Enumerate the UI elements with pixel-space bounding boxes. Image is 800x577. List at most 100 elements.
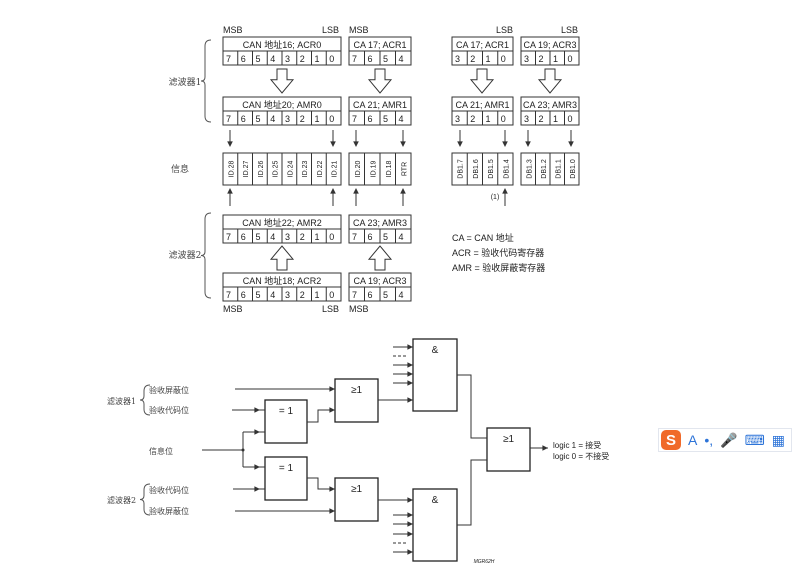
or-gate-2: [334, 477, 379, 522]
keyboard-icon[interactable]: ⌨: [744, 432, 765, 448]
arrow-head-down: [502, 141, 508, 147]
xor-gate-1-symbol: = 1: [279, 406, 294, 417]
wire: [307, 409, 335, 423]
microphone-icon[interactable]: 🎤: [720, 432, 738, 448]
register-amr3-low: [520, 96, 580, 126]
bit-label: 6: [368, 114, 373, 124]
arrow-head-up: [330, 188, 336, 194]
arrow-head-down: [330, 141, 336, 147]
bit-label: 4: [399, 114, 404, 124]
info-bit-label: 信息位: [149, 446, 173, 456]
mask-bit-label-1: 验收屏蔽位: [149, 385, 189, 395]
lsb-label: LSB: [561, 25, 578, 35]
bit-label: 3: [455, 114, 460, 124]
bit-label: 7: [352, 54, 357, 64]
and-gate-2: [412, 488, 458, 562]
arrow-head-right: [329, 486, 335, 492]
register-title: CA 23; AMR3: [353, 218, 407, 228]
arrow-head-right: [407, 549, 413, 555]
bit-label: 7: [226, 232, 231, 242]
arrow-head-right: [329, 508, 335, 514]
register-amr2: [222, 214, 342, 244]
msb-label: MSB: [223, 25, 243, 35]
arrow-head-right: [407, 397, 413, 403]
bit-label: 5: [256, 114, 261, 124]
register-title: CA 17; ACR1: [456, 40, 509, 50]
register-acr3-low: [520, 36, 580, 66]
arrow-head-right: [254, 407, 260, 413]
ime-toolbar[interactable]: S A •, 🎤 ⌨ ▦: [658, 428, 793, 452]
result-accept-label: logic 1 = 接受: [553, 440, 601, 450]
register-title: CA 19; ACR3: [523, 40, 576, 50]
register-amr1-low: [451, 96, 514, 126]
and-gate-1: [412, 338, 458, 412]
bit-label: 0: [501, 114, 506, 124]
arrow-head-down: [353, 141, 359, 147]
info-bit-label: DB1.3: [526, 159, 533, 179]
or-gate-final-symbol: ≥1: [503, 434, 514, 445]
bit-label: 4: [270, 54, 275, 64]
bit-label: 3: [285, 54, 290, 64]
bit-label: 0: [501, 54, 506, 64]
register-title: CA 23; AMR3: [523, 100, 577, 110]
bit-label: 4: [270, 232, 275, 242]
sogou-logo-icon[interactable]: S: [661, 430, 681, 450]
filter1-brace: [200, 39, 212, 123]
hollow-arrow-down: [469, 68, 495, 94]
info-bit-label: ID.22: [317, 161, 324, 178]
logic-filter2-brace: [139, 483, 151, 516]
info-bit-label: DB1.5: [488, 159, 495, 179]
info-bit-label: DB1.0: [570, 159, 577, 179]
wire: [457, 374, 487, 439]
punctuation-icon[interactable]: •,: [704, 432, 714, 448]
bit-label: 7: [352, 114, 357, 124]
register-title: CAN 地址16; ACR0: [243, 39, 322, 50]
footnote-mark: (1): [491, 194, 500, 201]
filter2-label: 滤波器2: [169, 249, 202, 261]
bit-label: 0: [329, 232, 334, 242]
arrow-head-right: [254, 464, 260, 470]
bit-label: 7: [352, 290, 357, 300]
bit-label: 6: [241, 114, 246, 124]
hollow-arrow-down: [269, 68, 295, 94]
arrow-head-right: [542, 445, 548, 451]
msb-label: MSB: [349, 304, 369, 314]
bit-label: 4: [270, 290, 275, 300]
bit-label: 5: [256, 290, 261, 300]
bit-label: 5: [383, 54, 388, 64]
info-bit-label: ID.26: [258, 161, 265, 178]
and-gate-2-symbol: &: [432, 495, 439, 506]
legend-entry: ACR = 验收代码寄存器: [452, 247, 544, 258]
filter1-label: 滤波器1: [169, 76, 202, 88]
bit-label: 7: [226, 54, 231, 64]
arrow-head-right: [329, 407, 335, 413]
hollow-arrow-up: [367, 245, 393, 271]
hollow-arrow-up: [269, 245, 295, 271]
register-acr1-high: [348, 36, 412, 66]
arrow-head-down: [400, 141, 406, 147]
arrow-head-up: [400, 188, 406, 194]
figure-code: MGR62H: [474, 559, 495, 565]
arrow-head-right: [407, 380, 413, 386]
toolbox-icon[interactable]: ▦: [771, 432, 786, 448]
bit-label: 1: [315, 54, 320, 64]
filter2-brace: [200, 212, 212, 299]
register-title: CA 21; AMR1: [353, 100, 407, 110]
lsb-label: LSB: [322, 304, 339, 314]
wire: [307, 477, 335, 490]
register-amr1-high: [348, 96, 412, 126]
register-title: CAN 地址20; AMR0: [242, 99, 322, 110]
code-bit-label-2: 验收代码位: [149, 485, 189, 495]
bit-label: 7: [352, 232, 357, 242]
and-gate-1-symbol: &: [432, 345, 439, 356]
bit-label: 2: [470, 114, 475, 124]
arrow-head-right: [407, 531, 413, 537]
msb-label: MSB: [223, 304, 243, 314]
arrow-head-right: [407, 362, 413, 368]
bit-label: 4: [270, 114, 275, 124]
arrow-head-right: [329, 386, 335, 392]
arrow-head-right: [407, 512, 413, 518]
language-mode-icon[interactable]: A: [688, 432, 698, 448]
bit-label: 4: [399, 54, 404, 64]
